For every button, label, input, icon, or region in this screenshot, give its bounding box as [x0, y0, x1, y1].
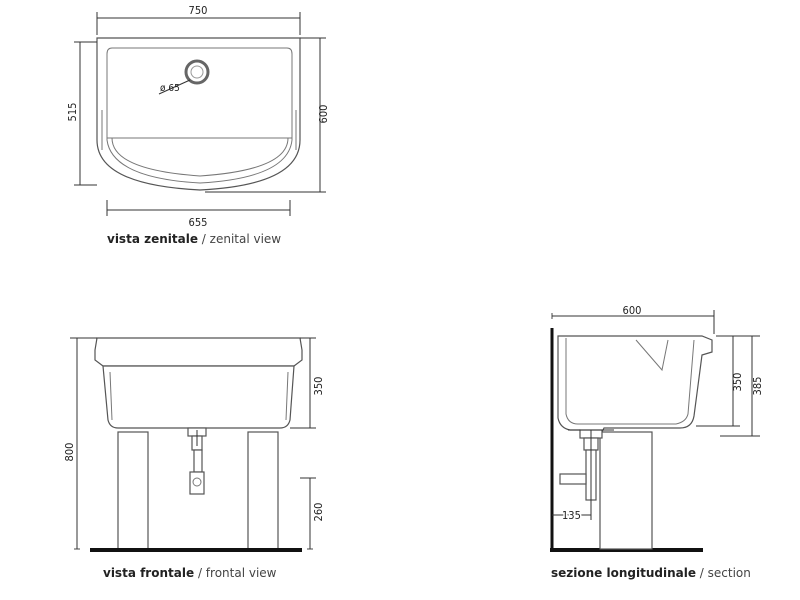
top-view: 750 515 600 655 ø 65 [66, 4, 330, 229]
front-view: 800 350 260 [63, 337, 325, 552]
dim-800-label: 800 [63, 443, 76, 462]
caption-section-view-light: / section [699, 566, 751, 580]
caption-front-view-light: / frontal view [197, 566, 277, 580]
front-view-basin [102, 365, 295, 429]
dim-600-label: 600 [317, 105, 330, 124]
caption-section-view: sezione longitudinale / section [551, 566, 751, 580]
dim-515-label: 515 [66, 103, 79, 122]
front-view-right-leg [247, 431, 279, 550]
dim-section-135-label: 135 [562, 509, 581, 522]
top-view-shelf-curve [111, 137, 289, 177]
dim-section-600-label: 600 [623, 304, 642, 317]
caption-top-view-bold: vista zenitale [107, 232, 198, 246]
front-view-left-leg [117, 431, 149, 550]
dim-260-label: 260 [312, 503, 325, 522]
caption-front-view-bold: vista frontale [103, 566, 195, 580]
dim-350-label: 350 [312, 377, 325, 396]
dim-655-label: 655 [189, 216, 208, 229]
top-view-outer-outline [96, 37, 301, 191]
section-view-basin [557, 335, 713, 437]
caption-top-view: vista zenitale / zenital view [107, 232, 281, 246]
section-view: 600 350 385 135 [550, 304, 764, 552]
caption-section-view-bold: sezione longitudinale [551, 566, 696, 580]
dim-section-385-label: 385 [751, 377, 764, 396]
top-view-inner-basin [106, 47, 293, 184]
dim-section-350-label: 350 [731, 373, 744, 392]
caption-front-view: vista frontale / frontal view [103, 566, 276, 580]
section-view-pedestal [599, 431, 653, 550]
dim-750-label: 750 [189, 4, 208, 17]
dim-drain-label: ø 65 [160, 83, 180, 94]
caption-top-view-light: / zenital view [201, 232, 282, 246]
front-view-rim [94, 337, 303, 367]
